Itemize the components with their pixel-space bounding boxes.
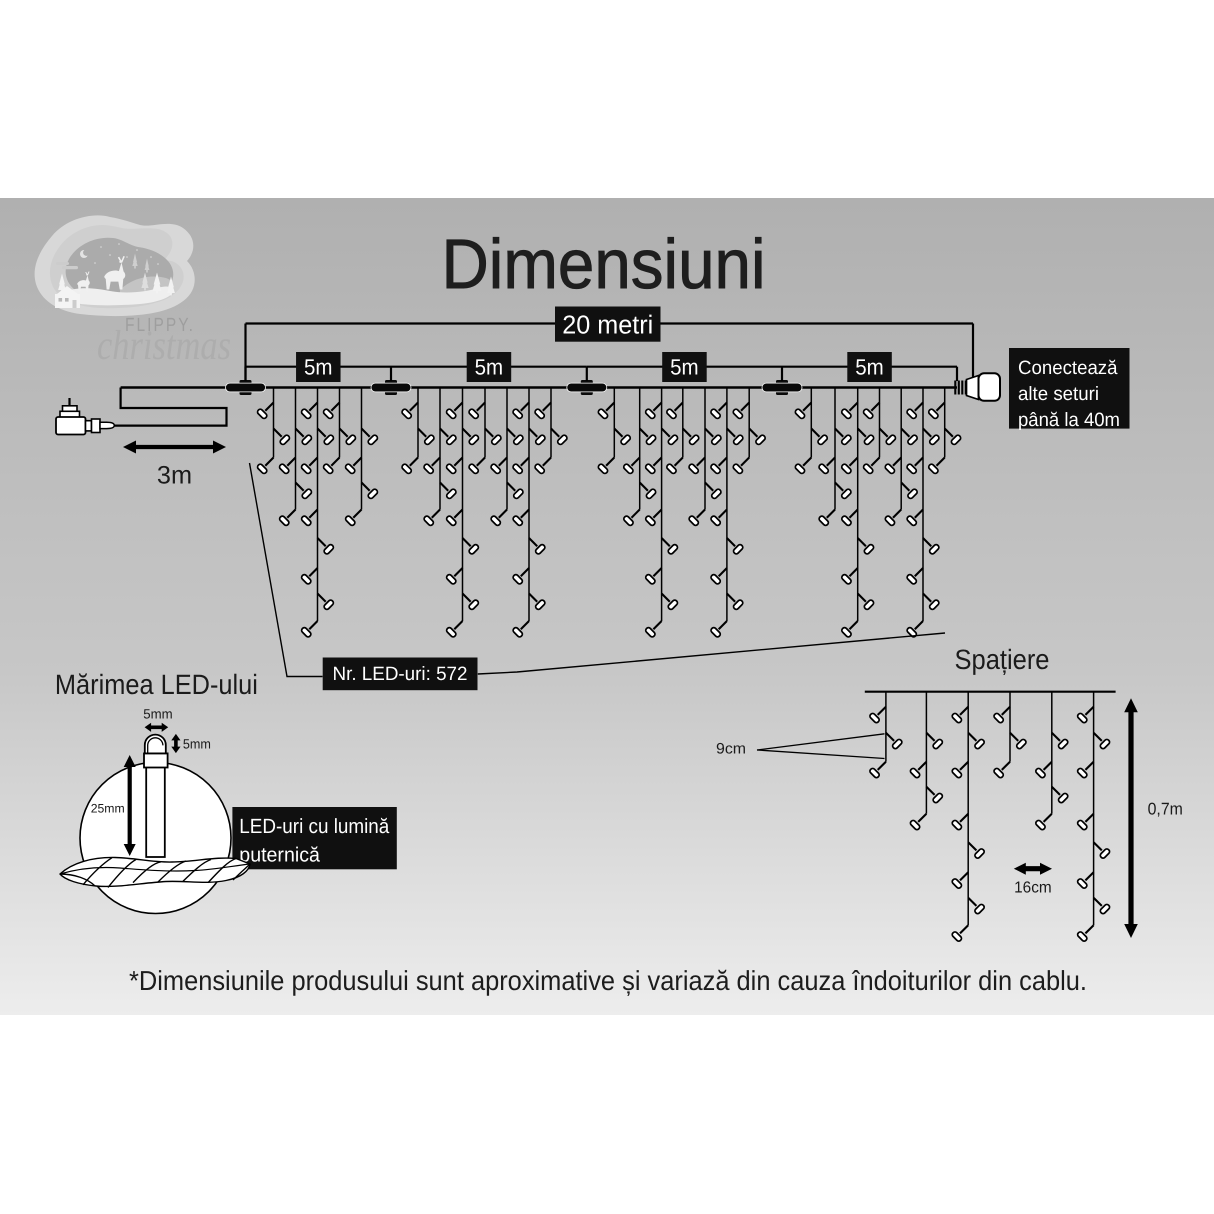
svg-text:25mm: 25mm (91, 801, 125, 815)
svg-text:5m: 5m (475, 355, 504, 380)
svg-text:5mm: 5mm (143, 707, 172, 722)
svg-text:20 metri: 20 metri (562, 310, 653, 340)
svg-text:5m: 5m (670, 355, 699, 380)
svg-text:16cm: 16cm (1014, 880, 1052, 897)
svg-text:puternică: puternică (239, 844, 320, 867)
svg-text:Mărimea LED-ului: Mărimea LED-ului (55, 669, 258, 700)
svg-text:9cm: 9cm (716, 741, 746, 758)
svg-text:5m: 5m (855, 355, 884, 380)
svg-text:5mm: 5mm (183, 737, 211, 752)
svg-text:alte seturi: alte seturi (1018, 384, 1099, 405)
svg-text:*Dimensiunile produsului sunt: *Dimensiunile produsului sunt aproximati… (129, 965, 1087, 996)
svg-text:FLIPPY.: FLIPPY. (125, 315, 195, 336)
svg-text:Conectează: Conectează (1018, 358, 1118, 379)
svg-text:3m: 3m (157, 462, 192, 490)
svg-text:Dimensiuni: Dimensiuni (442, 225, 766, 303)
svg-text:Nr. LED-uri: 572: Nr. LED-uri: 572 (333, 664, 468, 685)
svg-text:Spațiere: Spațiere (955, 644, 1050, 675)
svg-text:christmas: christmas (97, 323, 231, 369)
svg-text:5m: 5m (304, 355, 333, 380)
svg-text:până la 40m: până la 40m (1018, 410, 1120, 431)
svg-text:LED-uri cu lumină: LED-uri cu lumină (239, 815, 390, 838)
svg-text:0,7m: 0,7m (1148, 800, 1183, 819)
